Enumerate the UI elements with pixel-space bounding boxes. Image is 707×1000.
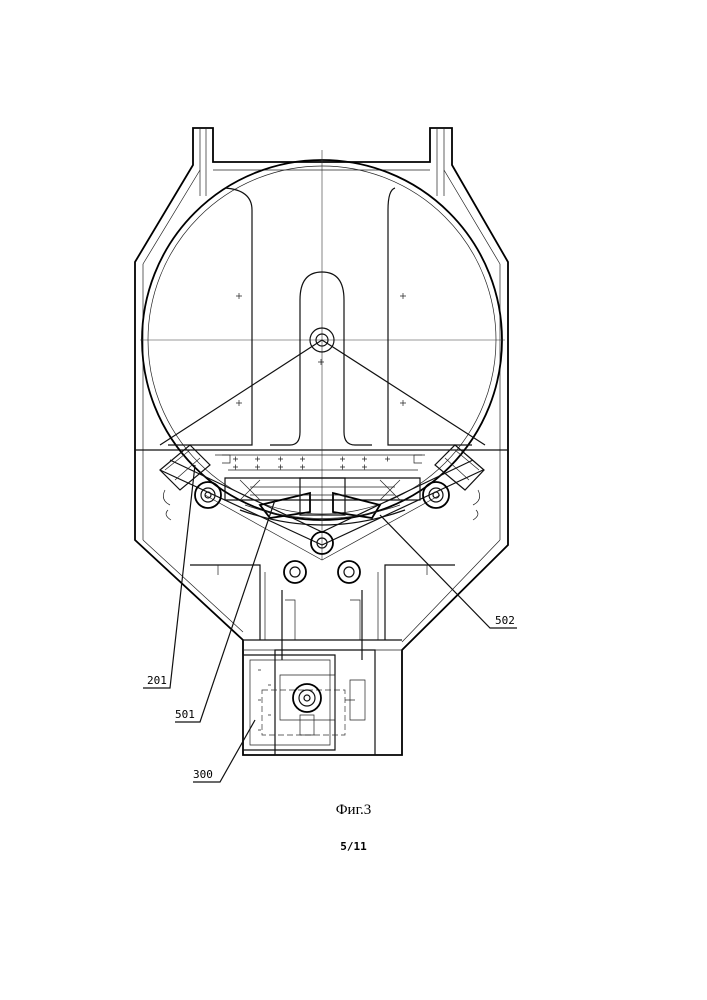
ref-label-502: 502 (495, 614, 515, 627)
lower-chute (190, 565, 455, 660)
ref-label-201: 201 (147, 674, 167, 687)
figure-caption: Фиг.3 (0, 802, 707, 819)
ref-label-300: 300 (193, 768, 213, 781)
drive-unit (243, 650, 375, 755)
ref-label-501: 501 (175, 708, 195, 721)
page-number: 5/11 (0, 840, 707, 853)
housing-outline (135, 128, 508, 755)
